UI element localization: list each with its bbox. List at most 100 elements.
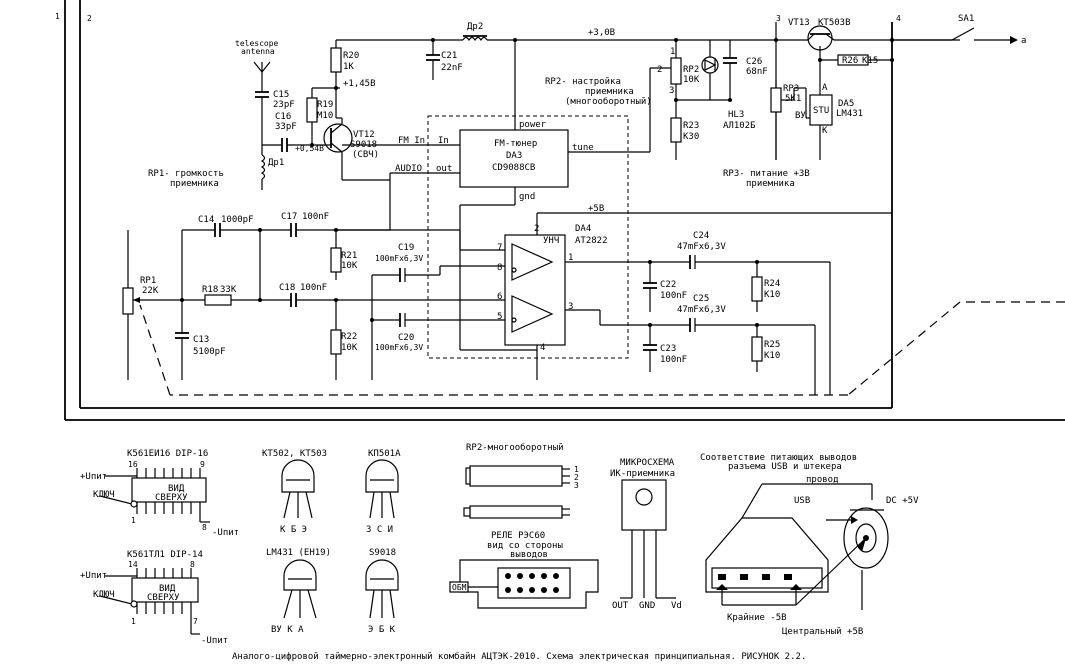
- rail-5v: [536, 212, 892, 235]
- r20-val: 1K: [343, 62, 354, 72]
- lm431-legs: ВУ К А: [271, 625, 304, 635]
- r22-val: 10K: [341, 343, 358, 353]
- r25-val: K10: [764, 351, 780, 361]
- rp2-multiturn-p1: 1: [574, 465, 579, 474]
- pinout-kp501: [365, 459, 399, 519]
- pinout-dip16: [99, 468, 210, 523]
- r19-val: M10: [317, 111, 333, 121]
- c14-ref: C14: [198, 215, 214, 225]
- ir-gnd: GND: [639, 601, 655, 611]
- c26-val: 68nF: [746, 67, 768, 77]
- rp2-note-sub1: приемника: [585, 87, 634, 97]
- r24-ref: R24: [764, 279, 780, 289]
- dr2-label: Др2: [467, 22, 483, 32]
- rp3-note-sub: приемника: [746, 179, 795, 189]
- r20-resistor: [330, 40, 342, 90]
- relay-title1: РЕЛЕ РЭС60: [491, 531, 545, 541]
- dip14-p1: 1: [131, 617, 136, 626]
- r18-ref: R18: [202, 285, 218, 295]
- dip14-title: K561ТЛ1 DIP-14: [127, 550, 203, 560]
- rp1-val: 22K: [142, 286, 159, 296]
- receiver-module-outline: [427, 115, 629, 359]
- rp1-note-title: RP1- громкость: [148, 169, 224, 179]
- da3-type: CD9088CB: [492, 163, 535, 173]
- da4-type: AT2822: [575, 236, 608, 246]
- r26-ref: R26: [842, 56, 858, 66]
- r23-ref: R23: [683, 121, 699, 131]
- vt12-note: (СВЧ): [352, 150, 379, 160]
- ir-title1: МИКРОСХЕМА: [620, 458, 675, 468]
- rp2-multiturn-p2: 2: [574, 473, 579, 482]
- c20-ref: C20: [398, 333, 414, 343]
- da5-pin-a: A: [822, 83, 828, 93]
- rp2-note-sub2: (многооборотный): [565, 96, 652, 107]
- c14-val: 1000pF: [221, 215, 254, 225]
- antenna-line1: telescope: [235, 39, 279, 48]
- da3-fm-in: FM In: [398, 136, 425, 146]
- r20-ref: R20: [343, 51, 359, 61]
- da3-tune: tune: [572, 143, 594, 153]
- da4-amplifier: [336, 234, 690, 380]
- rp1-note-sub: приемника: [170, 179, 219, 189]
- rail-5v-label: +5В: [588, 204, 604, 214]
- da3-gnd: gnd: [519, 192, 535, 202]
- vt13-ref: VT13: [788, 18, 810, 28]
- rail-3v: [336, 35, 778, 42]
- dip16-p1: 1: [131, 516, 136, 525]
- r21-ref: R21: [341, 251, 357, 261]
- c26-ref: C26: [746, 57, 762, 67]
- r26-val: K15: [862, 56, 878, 66]
- c21-ref: C21: [441, 51, 457, 61]
- usb-edge-label: Крайние -5В: [727, 613, 787, 623]
- antenna-input: [253, 61, 312, 190]
- c16-val: 33pF: [275, 122, 297, 132]
- vt12-stage: [306, 87, 460, 181]
- kp501-legs: З С И: [366, 525, 393, 535]
- pinout-lm431: [283, 559, 317, 619]
- r19-ref: R19: [317, 100, 333, 110]
- pinout-rp2-multiturn: [463, 465, 570, 519]
- node-2-label: 2: [87, 14, 92, 23]
- usb-wire: провод: [806, 475, 839, 485]
- antenna-line2: antenna: [241, 47, 275, 56]
- r21-val: 10K: [341, 261, 358, 271]
- frame-wires: [64, 0, 1065, 421]
- da4-pin3: 3: [568, 302, 573, 312]
- kt502-title: KT502, KT503: [262, 449, 327, 459]
- kt502-legs: К Б Э: [280, 525, 307, 535]
- da4-pin8: 8: [497, 263, 502, 273]
- c19-ref: C19: [398, 243, 414, 253]
- rp2-note-title: RP2- настройка: [545, 77, 621, 87]
- node-4-label: 4: [896, 14, 901, 23]
- usb-title1: Соответствие питающих выводов: [700, 453, 857, 463]
- r23-val: K30: [683, 132, 699, 142]
- ir-title2: ИК-приемника: [610, 469, 675, 479]
- dip14-view2: СВЕРХУ: [147, 593, 180, 603]
- da3-fm-tuner-block: [459, 40, 668, 351]
- dip14-p8: 8: [190, 560, 195, 569]
- r22-ref: R22: [341, 332, 357, 342]
- c22-val: 100nF: [660, 291, 687, 301]
- pinout-usb-dc: [705, 483, 889, 610]
- figure-caption: Аналого-цифровой таймерно-электронный ко…: [232, 651, 806, 662]
- dip16-view1: ВИД: [168, 484, 185, 494]
- sa1-switch[interactable]: [892, 27, 1018, 44]
- r18-val: 33K: [220, 285, 237, 295]
- dip16-p16: 16: [128, 460, 138, 469]
- c21-val: 22nF: [441, 63, 463, 73]
- c25-val: 47mFx6,3V: [677, 305, 726, 315]
- c25-ref: C25: [693, 294, 709, 304]
- c23-ref: C23: [660, 344, 676, 354]
- node-3-label: 3: [776, 14, 781, 23]
- ir-vd: Vd: [671, 601, 682, 611]
- dip14-key: КЛЮЧ: [93, 590, 115, 600]
- relay-title2: вид со стороны: [487, 541, 563, 551]
- hl3-ref: HL3: [728, 110, 744, 120]
- c18-val: 100nF: [300, 283, 327, 293]
- relay-tag: ОБМ: [452, 583, 467, 592]
- input-network: [122, 180, 461, 380]
- c17-ref: C17: [281, 212, 297, 222]
- rp2-multiturn-title: RP2-многооборотный: [466, 442, 564, 453]
